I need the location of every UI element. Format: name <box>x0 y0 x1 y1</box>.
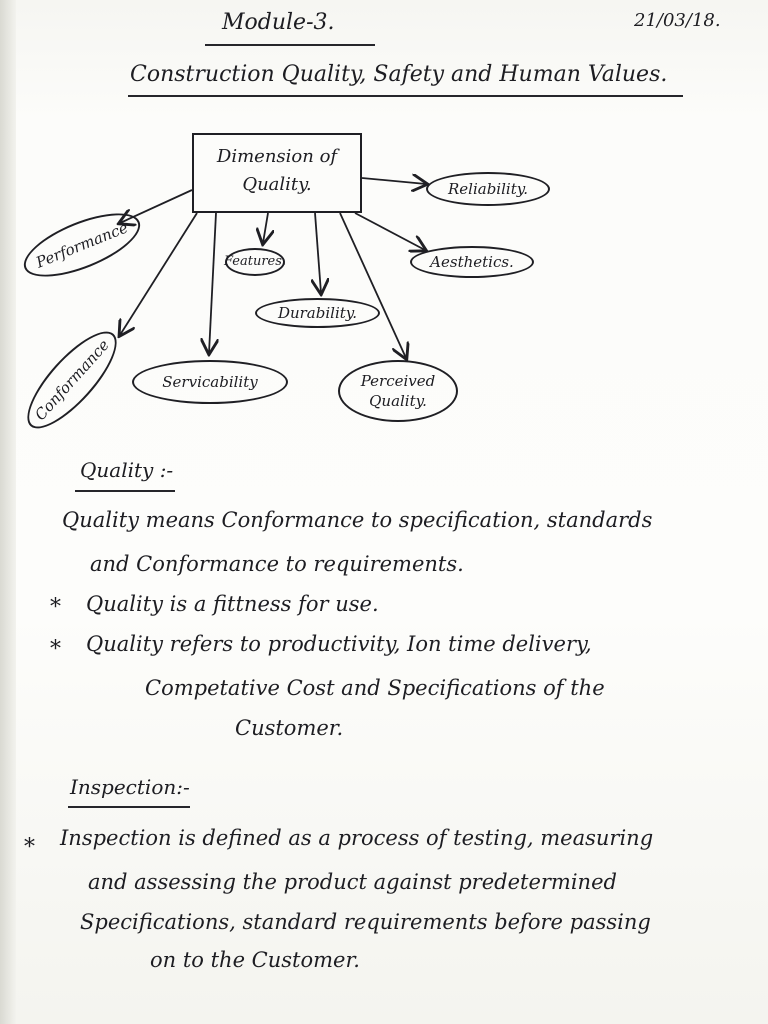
module-subtitle: Construction Quality, Safety and Human V… <box>130 62 668 87</box>
inspection-bullet-marker: * <box>24 835 35 860</box>
quality-bullet-2-cont-1: Competative Cost and Specifications of t… <box>145 676 605 700</box>
arrow-to-conformance <box>120 212 198 335</box>
features-node: Features. <box>224 248 286 276</box>
reliability-node: Reliability. <box>426 172 550 206</box>
center-line-2: Quality. <box>242 174 312 195</box>
arrow-to-aesthetics <box>354 212 425 250</box>
quality-heading: Quality :- <box>80 458 174 482</box>
quality-bullet-1: Quality is a fittness for use. <box>86 592 379 616</box>
module-title: Module-3. <box>222 10 335 35</box>
diagram-arrows <box>0 120 768 440</box>
page-date: 21/03/18. <box>634 10 721 31</box>
quality-dimensions-diagram: Dimension of Quality. Performance Confor… <box>0 120 768 441</box>
inspection-line-4: on to the Customer. <box>150 948 360 972</box>
inspection-heading: Inspection:- <box>70 775 190 799</box>
arrow-to-durability <box>315 212 321 293</box>
quality-bullet-2-marker: * <box>50 637 61 662</box>
subtitle-underline <box>128 95 683 97</box>
title-underline <box>205 44 375 46</box>
quality-bullet-1-marker: * <box>50 595 61 620</box>
dimension-of-quality-box: Dimension of Quality. <box>192 133 362 213</box>
arrow-to-features <box>263 212 268 243</box>
quality-bullet-2: Quality refers to productivity, Ion time… <box>86 632 592 656</box>
durability-node: Durability. <box>255 298 380 328</box>
inspection-line-1: Inspection is defined as a process of te… <box>60 826 654 850</box>
arrow-to-perceived-quality <box>339 212 406 358</box>
quality-bullet-2-cont-2: Customer. <box>235 716 344 740</box>
center-line-1: Dimension of <box>216 146 338 167</box>
inspection-line-2: and assessing the product against predet… <box>88 870 617 894</box>
arrow-to-performance <box>120 189 193 223</box>
quality-line-2: and Conformance to requirements. <box>90 552 464 576</box>
quality-line-1: Quality means Conformance to specificati… <box>62 508 653 532</box>
arrow-to-serviceability <box>209 212 216 353</box>
perceived-quality-node: Perceived Quality. <box>338 360 458 422</box>
aesthetics-node: Aesthetics. <box>410 246 534 278</box>
serviceability-node: Servicability <box>132 360 288 404</box>
inspection-line-3: Specifications, standard requirements be… <box>80 910 651 934</box>
perceived-line-1: Perceived <box>360 372 436 390</box>
arrow-to-reliability <box>361 178 426 184</box>
perceived-line-2: Quality. <box>369 392 427 410</box>
page-binding-edge <box>0 0 16 1024</box>
inspection-heading-underline <box>68 806 190 808</box>
quality-heading-underline <box>75 490 175 492</box>
